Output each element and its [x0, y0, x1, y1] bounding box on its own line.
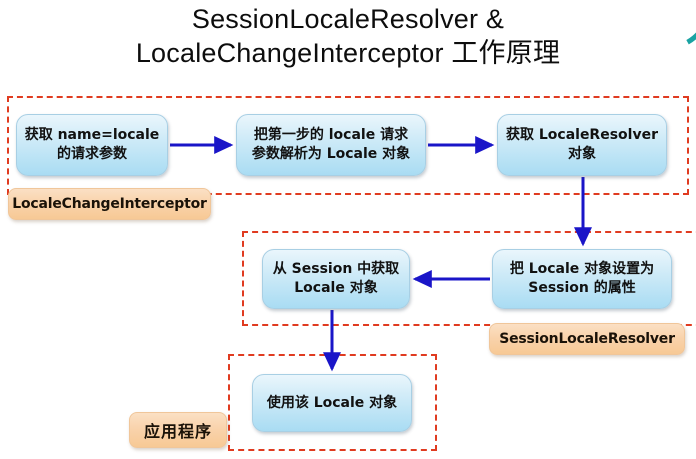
node-parse-locale-param[interactable]: 把第一步的 locale 请求 参数解析为 Locale 对象	[236, 114, 426, 176]
label-application: 应用程序	[129, 412, 227, 448]
title-line-2: LocaleChangeInterceptor 工作原理	[135, 38, 561, 68]
node-use-locale-object-line-1: 使用该 Locale 对象	[266, 394, 398, 411]
region-session-locale-resolver	[242, 231, 696, 326]
node-set-locale-to-session-line-2: Session 的属性	[528, 280, 636, 296]
label-session-locale-resolver-text: SessionLocaleResolver	[499, 331, 675, 347]
node-get-locale-param-line-2: 的请求参数	[57, 146, 127, 162]
node-get-locale-resolver[interactable]: 获取 LocaleResolver 对象	[497, 114, 667, 176]
node-use-locale-object[interactable]: 使用该 Locale 对象	[252, 374, 412, 432]
node-parse-locale-param-line-2: 参数解析为 Locale 对象	[251, 146, 411, 162]
label-session-locale-resolver: SessionLocaleResolver	[489, 323, 685, 355]
node-get-locale-param[interactable]: 获取 name=locale 的请求参数	[16, 114, 168, 176]
region-locale-change-interceptor	[7, 96, 689, 195]
slide-title: SessionLocaleResolver & LocaleChangeInte…	[0, 2, 696, 70]
frame-corner-bottom-left-accent-icon	[0, 400, 67, 459]
frame-corner-bottom-left-icon	[0, 393, 64, 459]
node-set-locale-to-session-line-1: 把 Locale 对象设置为	[509, 261, 655, 277]
node-get-locale-from-session-line-1: 从 Session 中获取	[272, 261, 400, 277]
node-parse-locale-param-line-1: 把第一步的 locale 请求	[253, 127, 409, 143]
label-application-text: 应用程序	[143, 422, 212, 441]
title-line-1: SessionLocaleResolver &	[191, 4, 505, 34]
label-locale-change-interceptor: LocaleChangeInterceptor	[8, 188, 211, 220]
node-get-locale-resolver-line-1: 获取 LocaleResolver	[505, 127, 658, 143]
node-get-locale-from-session-line-2: Locale 对象	[294, 280, 378, 296]
node-set-locale-to-session[interactable]: 把 Locale 对象设置为 Session 的属性	[492, 249, 672, 309]
node-get-locale-param-line-1: 获取 name=locale	[24, 127, 160, 143]
node-get-locale-resolver-line-2: 对象	[567, 146, 596, 162]
node-get-locale-from-session[interactable]: 从 Session 中获取 Locale 对象	[262, 249, 410, 309]
label-locale-change-interceptor-text: LocaleChangeInterceptor	[12, 196, 207, 212]
